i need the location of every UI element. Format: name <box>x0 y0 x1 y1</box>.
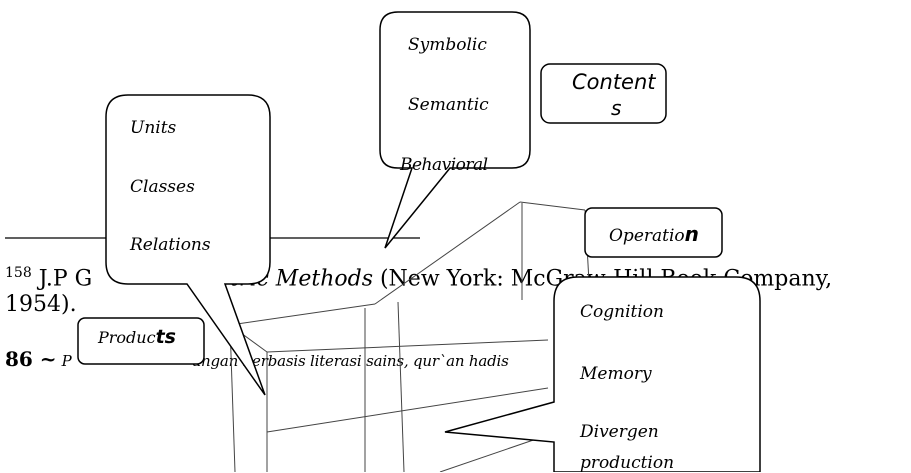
products-callout <box>105 94 271 396</box>
products-label: Products <box>98 326 176 348</box>
operations-item-divergen: Divergen <box>580 422 659 442</box>
operations-callout <box>444 276 761 472</box>
contents-item-behavioral: Behavioral <box>400 155 488 175</box>
products-label-part1: Produc <box>98 328 156 347</box>
contents-label-box <box>540 63 667 124</box>
footnote-author: J.P G <box>38 266 93 292</box>
products-item-classes: Classes <box>130 177 195 197</box>
operations-item-memory: Memory <box>580 364 652 384</box>
contents-callout <box>379 11 531 249</box>
contents-item-symbolic: Symbolic <box>408 35 487 55</box>
operations-item-cognition: Cognition <box>580 302 664 322</box>
footnote-line-2: 1954). <box>5 292 77 317</box>
footnote-number: 158 <box>5 265 32 281</box>
products-label-box <box>77 317 205 365</box>
contents-label-part1: Content <box>572 70 656 94</box>
operation-label: Operation <box>609 222 699 246</box>
products-item-units: Units <box>130 118 177 138</box>
running-title: ungan berbasis literasi sains, qur`an ha… <box>191 352 509 370</box>
operation-label-box <box>584 207 723 258</box>
page-number: 86 ~ <box>5 347 57 371</box>
operation-label-part2: n <box>684 222 699 246</box>
products-label-part2: ts <box>155 326 176 348</box>
cube-outline <box>229 201 591 472</box>
running-title-start: P <box>61 352 72 370</box>
contents-label-wrap: s <box>611 96 621 120</box>
footnote-year: 1954). <box>5 292 77 317</box>
operation-label-part1: Operatio <box>609 226 685 246</box>
products-item-relations: Relations <box>130 235 211 255</box>
contents-label-part2: s <box>611 96 622 120</box>
contents-label: Content <box>572 70 656 94</box>
operations-item-production: production <box>580 453 675 473</box>
contents-item-semantic: Semantic <box>408 95 489 115</box>
